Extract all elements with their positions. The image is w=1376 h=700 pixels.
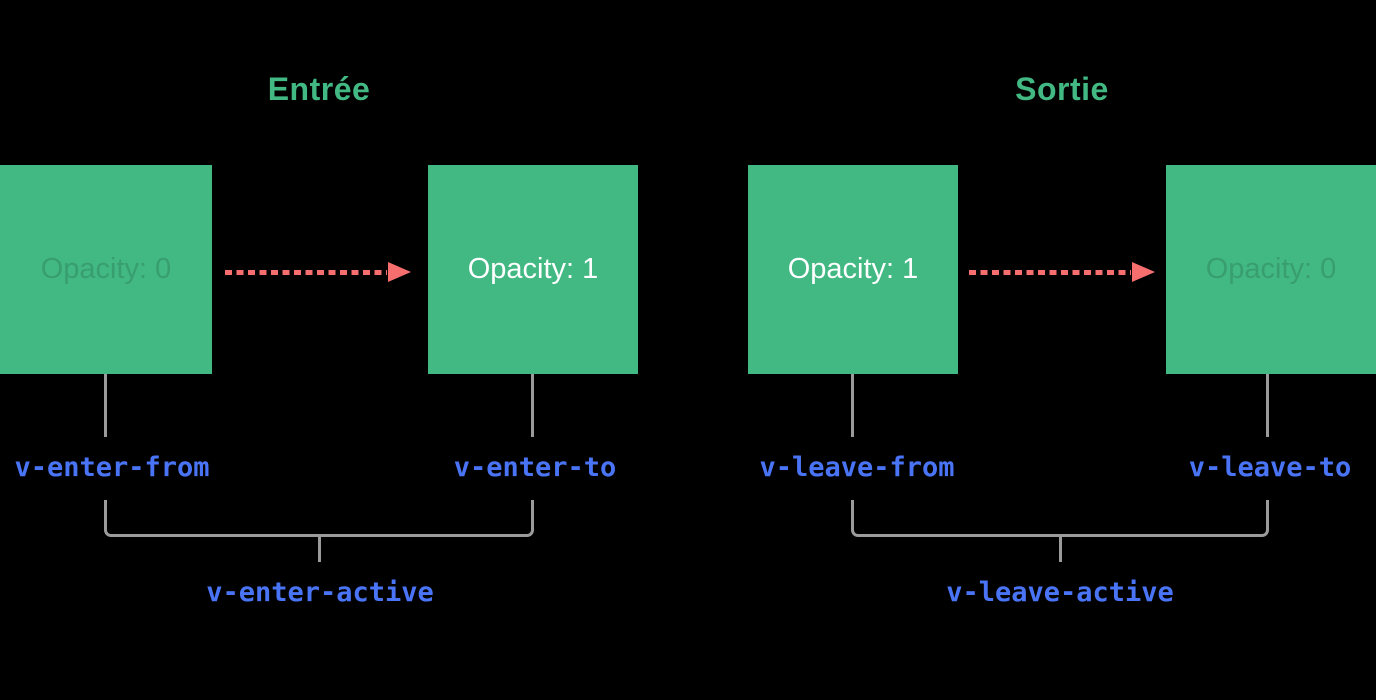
arrow-head <box>388 262 411 282</box>
leave-to-state-box: Opacity: 0 <box>1166 165 1376 374</box>
enter-to-connector-line <box>531 374 534 437</box>
leave-to-opacity-label: Opacity: 0 <box>1205 253 1337 285</box>
leave-active-bracket <box>851 500 1269 537</box>
enter-from-connector-line <box>104 374 107 437</box>
leave-phase-title: Sortie <box>1015 71 1109 107</box>
leave-to-connector-line <box>1266 374 1269 437</box>
arrow-dashed-line <box>225 269 387 275</box>
enter-from-class-label: v-enter-from <box>14 452 210 483</box>
enter-to-opacity-label: Opacity: 1 <box>467 253 599 285</box>
leave-to-class-label: v-leave-to <box>1188 452 1352 483</box>
leave-active-bracket-stem <box>1059 535 1062 562</box>
enter-from-state-box: Opacity: 0 <box>0 165 212 374</box>
enter-active-class-label: v-enter-active <box>206 577 434 608</box>
arrow-dashed-line <box>969 269 1131 275</box>
arrow-head <box>1132 262 1155 282</box>
leave-active-class-label: v-leave-active <box>946 577 1174 608</box>
enter-phase-title: Entrée <box>267 71 371 107</box>
enter-to-class-label: v-enter-to <box>453 452 617 483</box>
dashed-arrow-right-icon <box>969 262 1155 282</box>
leave-from-class-label: v-leave-from <box>759 452 955 483</box>
enter-to-state-box: Opacity: 1 <box>428 165 638 374</box>
enter-active-bracket <box>104 500 534 537</box>
enter-active-bracket-stem <box>318 535 321 562</box>
enter-from-opacity-label: Opacity: 0 <box>40 253 172 285</box>
dashed-arrow-right-icon <box>225 262 411 282</box>
leave-from-state-box: Opacity: 1 <box>748 165 958 374</box>
leave-from-connector-line <box>851 374 854 437</box>
leave-from-opacity-label: Opacity: 1 <box>787 253 919 285</box>
